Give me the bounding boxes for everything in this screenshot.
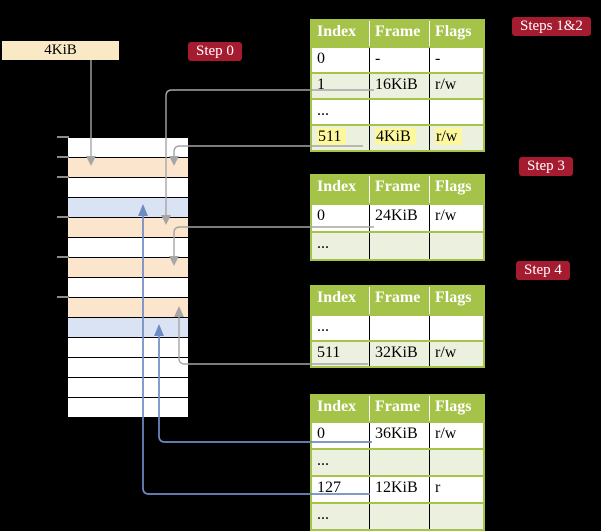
memory-row-free [68,138,188,158]
tick-mark [57,216,69,218]
table-cell: r/w [429,423,483,448]
memory-row-page_table [68,298,188,318]
memory-row-page_table [68,218,188,238]
table-cell: 0 [317,425,325,442]
memory-row-free [68,178,188,198]
table-cell: ... [317,452,329,469]
table-cell: 32KiB [369,342,429,366]
table-header-cell: Frame [369,396,429,421]
table-cell: ... [317,102,329,119]
memory-row-data_page [68,318,188,338]
table-cell: r/w [429,74,483,98]
table-header-cell: Frame [369,21,429,46]
table-cell [369,316,429,340]
table-cell: 36KiB [369,423,429,448]
memory-row-free [68,338,188,358]
table-row: ... [312,502,483,529]
tick-mark [57,136,69,138]
step-label-1-2: Steps 1&2 [512,17,591,36]
table-cell: 4KiB [369,126,429,150]
table-header-cell: Index [317,23,357,40]
memory-row-free [68,378,188,398]
table-cell: ... [317,318,329,335]
table-cell [429,504,483,529]
table-header-cell: Frame [369,287,429,314]
table-cell: 16KiB [369,74,429,98]
table-cell: 511 [317,344,341,361]
table-row: ... [312,448,483,475]
tick-mark [57,256,69,258]
memory-row-free [68,398,188,418]
step-label-0: Step 0 [188,42,242,61]
table-row: ... [312,231,483,259]
table-cell: r/w [429,342,483,366]
table-cell [369,504,429,529]
table-header-cell: Flags [429,176,483,203]
table-row: 0 -- [312,46,483,72]
table-row: ... [312,98,483,124]
table-cell: - [429,48,483,72]
table-header-cell: Index [317,178,357,195]
tick-mark [57,296,69,298]
table-cell: 127 [317,479,341,496]
page-size-box: 4KiB [2,41,119,60]
table-cell: 511 [312,126,369,150]
table-cell: 0 [317,207,325,224]
table-cell: r [429,477,483,502]
tick-mark [57,156,69,158]
table-header-cell: Flags [429,21,483,46]
table-cell: 24KiB [369,205,429,231]
step-label-3: Step 3 [519,157,573,176]
memory-row-free [68,358,188,378]
table-row: ... [312,314,483,340]
highlighted-value: r/w [435,128,463,145]
table-cell [429,450,483,475]
memory-row-free [68,278,188,298]
table-cell [369,100,429,124]
tick-mark [57,176,69,178]
memory-column [68,137,188,418]
step-label-4: Step 4 [516,261,570,280]
table-cell: ... [317,235,329,252]
table-cell: r/w [429,205,483,231]
table-cell [429,233,483,259]
table-cell: ... [317,506,329,523]
table-header-cell: Frame [369,176,429,203]
table-header-cell: Flags [429,396,483,421]
table-header-cell: Index [317,398,357,415]
highlighted-value: 4KiB [375,128,416,145]
table-cell: 1 [317,76,325,93]
table-cell: 0 [317,50,325,67]
memory-row-page_table [68,258,188,278]
memory-row-free [68,238,188,258]
highlighted-value: 511 [317,128,347,145]
table-header-cell: Index [317,289,357,306]
table-row: 511 4KiB r/w [312,124,483,150]
table-cell: - [369,48,429,72]
table-cell [369,233,429,259]
table-cell: 12KiB [369,477,429,502]
table-cell [369,450,429,475]
table-header-cell: Flags [429,287,483,314]
memory-row-page_table [68,158,188,178]
memory-row-data_page [68,198,188,218]
table-cell [429,100,483,124]
table-cell: r/w [429,126,483,150]
table-cell [429,316,483,340]
